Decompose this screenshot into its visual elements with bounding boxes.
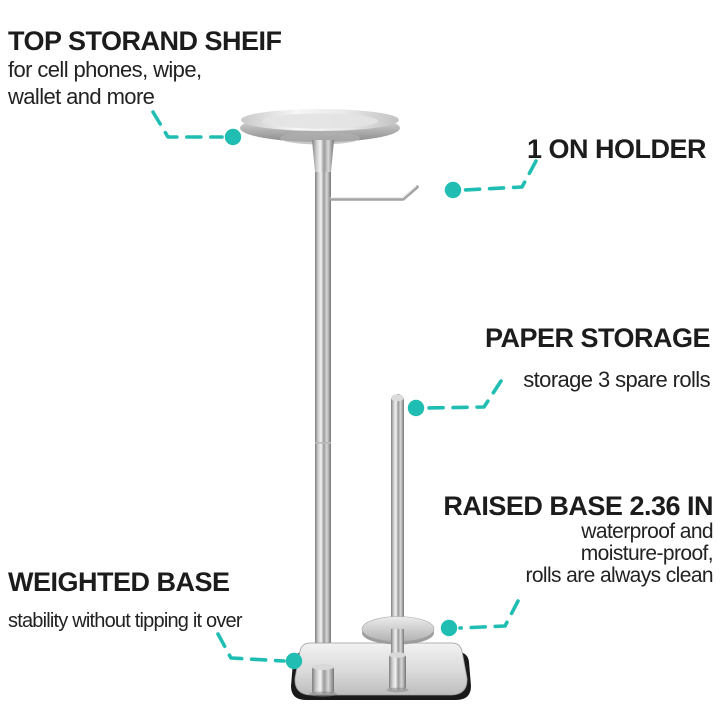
annotation-top-shelf-line1: for cell phones, wipe, [8,56,202,82]
annotation-paper-storage-title: PAPER STORAGE [484,323,711,353]
annotation-raised-base-line1: waterproof and [581,519,713,543]
annotation-holder-title: 1 ON HOLDER [526,134,707,164]
spare-roll-pole [391,394,404,690]
annotation-raised-base: RAISED BASE 2.36 IN waterproof and moist… [443,492,713,587]
annotation-weighted-base-line1: stability without tipping it over [8,609,243,632]
weighted-base-plate [294,642,468,696]
main-pole [315,136,331,694]
callout-line-paper-storage [425,379,503,410]
callout-line-raised-base [458,599,520,630]
callout-dot-weighted-base [285,652,303,670]
product-stand [240,109,471,700]
annotation-top-shelf-title: TOP STORAND SHEIF [8,26,282,56]
tray-mount-collar [312,140,334,172]
annotation-top-shelf: TOP STORAND SHEIF for cell phones, wipe,… [8,27,282,110]
callout-dot-holder [444,181,462,199]
annotation-raised-base-line2: moisture-proof, [580,541,714,565]
annotation-raised-base-line3: rolls are always clean [525,563,713,587]
annotation-paper-storage-line1: storage 3 spare rolls [523,366,710,392]
main-pole-seam [315,442,331,444]
main-pole-foot [309,664,337,697]
callout-dot-raised-base [440,619,458,637]
top-storage-tray [240,109,400,145]
callouts [151,110,538,663]
callout-dot-top-shelf [224,128,242,146]
annotation-top-shelf-line2: wallet and more [8,83,155,109]
roll-holder-arm [329,185,419,201]
annotation-weighted-base-title: WEIGHTED BASE [8,567,230,597]
callout-dot-paper-storage [407,399,425,417]
callout-line-holder [462,159,538,192]
callout-dots [224,128,462,670]
spare-pole-foot [386,652,409,693]
annotation-raised-base-title: RAISED BASE 2.36 IN [443,491,713,521]
annotation-paper-storage: PAPER STORAGE storage 3 spare rolls [484,323,711,393]
annotation-weighted-base: WEIGHTED BASE stability without tipping … [8,567,243,635]
annotation-holder: 1 ON HOLDER [526,134,707,164]
callout-line-top-shelf [151,110,224,139]
callout-line-weighted-base [216,632,286,663]
